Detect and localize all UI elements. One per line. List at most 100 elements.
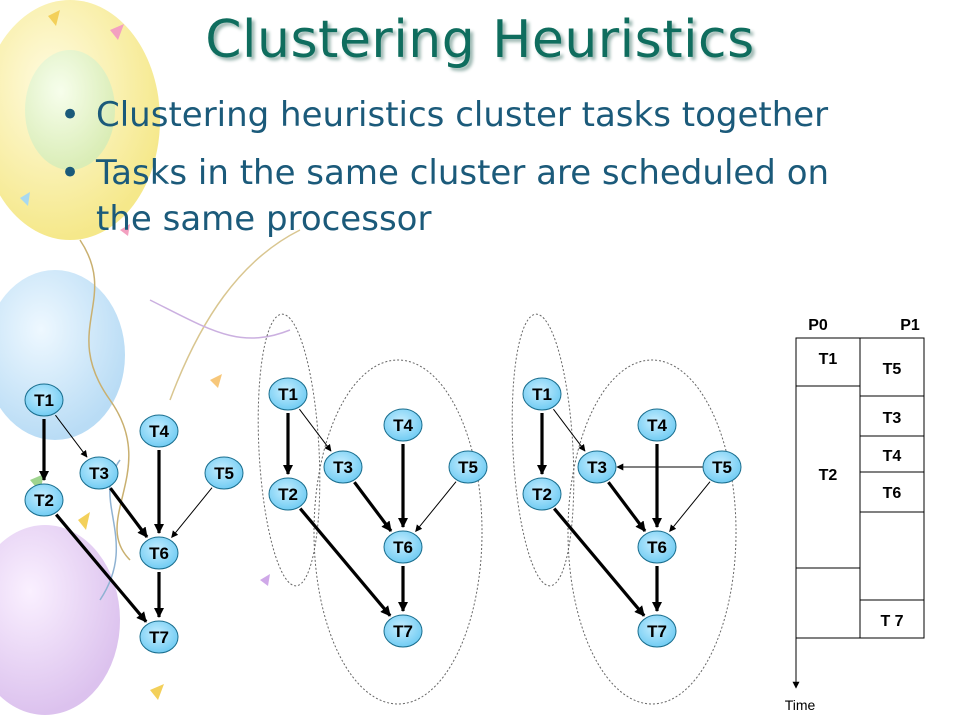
node-circle bbox=[637, 408, 677, 442]
slot-label: T2 bbox=[819, 467, 838, 484]
node-label: T6 bbox=[149, 544, 169, 563]
edge-t5-t6 bbox=[415, 481, 457, 533]
node-label: T2 bbox=[532, 485, 552, 504]
cluster-ellipse bbox=[567, 359, 737, 705]
node-label: T2 bbox=[278, 485, 298, 504]
edge-t2-t7 bbox=[298, 507, 392, 617]
task-node-t6: T6 bbox=[637, 530, 677, 564]
task-node-t1: T1 bbox=[268, 377, 308, 411]
node-label: T7 bbox=[393, 622, 413, 641]
node-circle bbox=[383, 530, 423, 564]
node-label: T5 bbox=[458, 458, 478, 477]
slot-label: T1 bbox=[819, 351, 838, 368]
node-label: T1 bbox=[278, 385, 298, 404]
task-node-t1: T1 bbox=[24, 383, 64, 417]
task-node-t5: T5 bbox=[204, 456, 244, 490]
node-circle bbox=[268, 477, 308, 511]
slot-label: T4 bbox=[883, 448, 902, 465]
cluster-ellipses bbox=[257, 313, 737, 705]
edge-t3-t6 bbox=[109, 487, 149, 538]
node-circle bbox=[323, 450, 363, 484]
node-label: T4 bbox=[149, 422, 169, 441]
bullet-item: Tasks in the same cluster are scheduled … bbox=[58, 150, 858, 242]
task-node-t1: T1 bbox=[522, 377, 562, 411]
task-node-t4: T4 bbox=[139, 414, 179, 448]
node-circle bbox=[139, 536, 179, 570]
node-circle bbox=[448, 450, 488, 484]
bullet-list: Clustering heuristics cluster tasks toge… bbox=[58, 92, 858, 254]
edge-t5-t6 bbox=[171, 487, 213, 539]
cluster-ellipse bbox=[313, 359, 483, 705]
node-circle bbox=[24, 483, 64, 517]
edge-t2-t7 bbox=[54, 513, 148, 623]
task-node-t3: T3 bbox=[323, 450, 363, 484]
node-label: T7 bbox=[647, 622, 667, 641]
task-node-t2: T2 bbox=[268, 477, 308, 511]
node-label: T4 bbox=[393, 416, 413, 435]
node-label: T1 bbox=[532, 385, 552, 404]
cluster-ellipse bbox=[511, 313, 575, 587]
node-circle bbox=[702, 450, 742, 484]
processor-label-p0: P0 bbox=[808, 317, 828, 334]
node-label: T3 bbox=[333, 458, 353, 477]
task-node-t4: T4 bbox=[637, 408, 677, 442]
edge-t3-t6 bbox=[607, 481, 647, 532]
node-label: T3 bbox=[587, 458, 607, 477]
processor-label-p1: P1 bbox=[900, 317, 920, 334]
task-node-t7: T7 bbox=[383, 614, 423, 648]
node-circle bbox=[139, 414, 179, 448]
slot-label: T6 bbox=[883, 485, 902, 502]
task-node-t6: T6 bbox=[383, 530, 423, 564]
cluster-ellipse bbox=[257, 313, 321, 587]
page-title: Clustering Heuristics bbox=[205, 10, 755, 70]
node-circle bbox=[577, 450, 617, 484]
edge-t1-t3 bbox=[55, 414, 88, 458]
task-node-t7: T7 bbox=[637, 614, 677, 648]
task-node-t6: T6 bbox=[139, 536, 179, 570]
node-label: T5 bbox=[214, 464, 234, 483]
node-circle bbox=[637, 614, 677, 648]
slot-label: T5 bbox=[883, 361, 902, 378]
edge-t1-t3 bbox=[299, 408, 332, 452]
task-node-t5: T5 bbox=[702, 450, 742, 484]
node-label: T7 bbox=[149, 628, 169, 647]
task-node-t2: T2 bbox=[522, 477, 562, 511]
node-circle bbox=[204, 456, 244, 490]
time-axis-label: Time bbox=[785, 697, 816, 713]
node-label: T4 bbox=[647, 416, 667, 435]
balloon-string bbox=[79, 239, 131, 561]
node-label: T6 bbox=[647, 538, 667, 557]
task-node-t5: T5 bbox=[448, 450, 488, 484]
node-circle bbox=[637, 530, 677, 564]
edge-t2-t7 bbox=[552, 507, 646, 617]
node-circle bbox=[268, 377, 308, 411]
balloon-string bbox=[169, 229, 301, 401]
edge-t5-t6 bbox=[669, 481, 711, 533]
node-circle bbox=[24, 383, 64, 417]
edge-t3-t6 bbox=[353, 481, 393, 532]
node-label: T5 bbox=[712, 458, 732, 477]
task-node-t2: T2 bbox=[24, 483, 64, 517]
node-label: T2 bbox=[34, 491, 54, 510]
node-label: T6 bbox=[393, 538, 413, 557]
node-label: T3 bbox=[89, 464, 109, 483]
node-label: T1 bbox=[34, 391, 54, 410]
task-node-t3: T3 bbox=[577, 450, 617, 484]
balloon-purple bbox=[0, 525, 120, 715]
node-circle bbox=[522, 477, 562, 511]
p0-column bbox=[795, 337, 861, 639]
edge-layer bbox=[38, 408, 711, 623]
node-circle bbox=[522, 377, 562, 411]
node-circle bbox=[79, 456, 119, 490]
bullet-item: Clustering heuristics cluster tasks toge… bbox=[58, 92, 858, 138]
task-node-t7: T7 bbox=[139, 620, 179, 654]
node-circle bbox=[383, 614, 423, 648]
node-circle bbox=[383, 408, 423, 442]
slot-label: T3 bbox=[883, 410, 902, 427]
task-node-t3: T3 bbox=[79, 456, 119, 490]
slot-label: T 7 bbox=[880, 613, 903, 630]
edge-t1-t3 bbox=[553, 408, 586, 452]
